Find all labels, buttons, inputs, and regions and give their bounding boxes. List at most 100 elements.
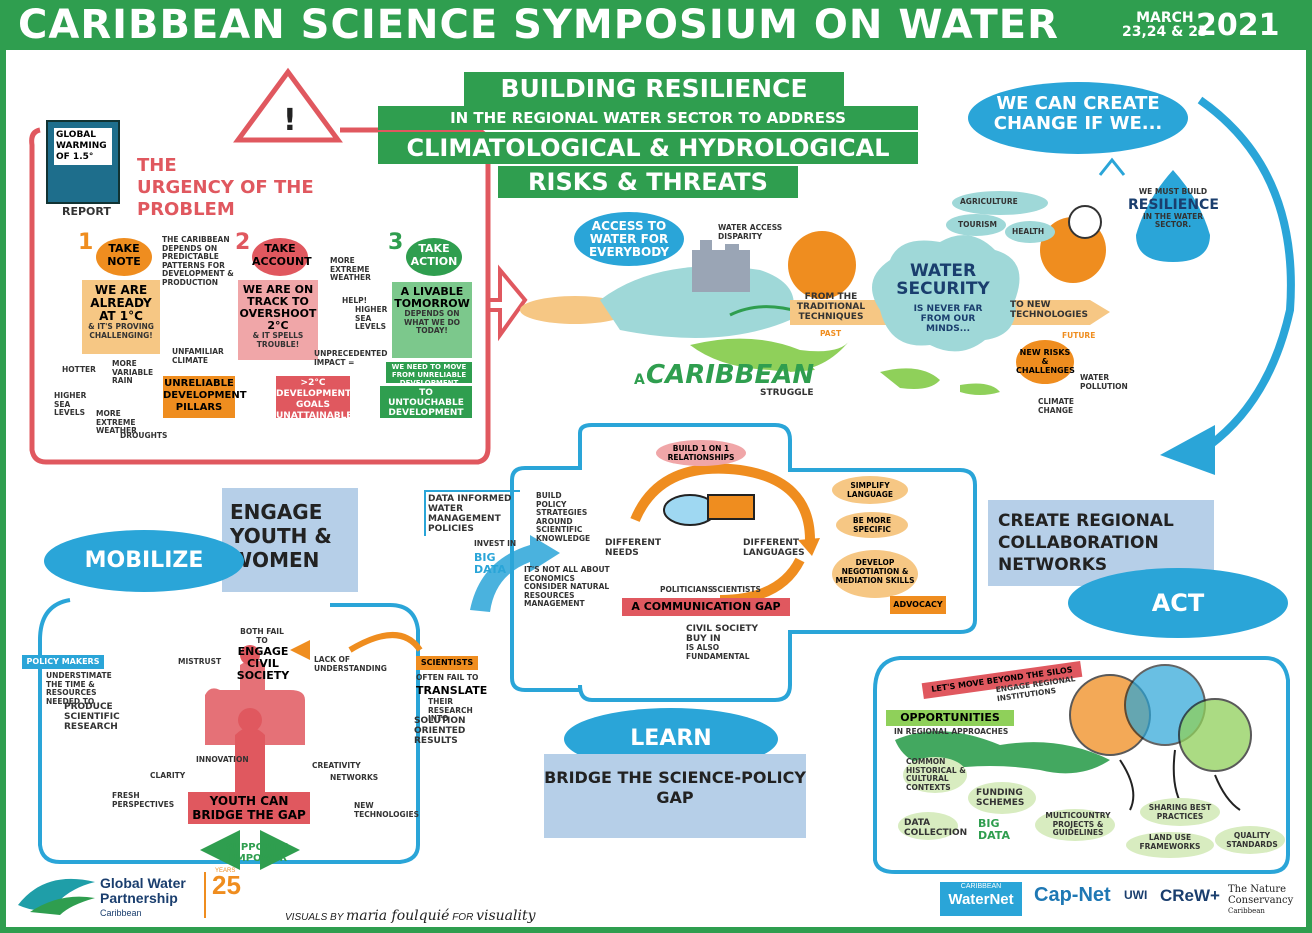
both-fail: BOTH FAIL TO xyxy=(240,627,284,645)
artist-name: maria foulquié xyxy=(345,908,450,924)
date-month: MARCH xyxy=(1136,10,1194,26)
communication-gap: A COMMUNICATION GAP xyxy=(622,598,790,616)
advocacy-label: ADVOCACY xyxy=(890,596,946,614)
uwi-logo: UWI xyxy=(1124,888,1148,902)
not-all-economics: IT'S NOT ALL ABOUT ECONOMICS CONSIDER NA… xyxy=(524,565,610,608)
often-fail: OFTEN FAIL TO xyxy=(416,673,479,682)
droughts-label: DROUGHTS xyxy=(120,431,168,440)
untouchable-agendas: TO UNTOUCHABLE DEVELOPMENT AGENDAS xyxy=(380,386,472,428)
tnc-line2: Conservancy xyxy=(1228,895,1294,906)
resilience-word: RESILIENCE xyxy=(1128,196,1219,213)
big-data-learn: BIG DATA xyxy=(474,551,506,576)
opportunities-label: OPPORTUNITIES xyxy=(886,710,1014,726)
main-title: CARIBBEAN SCIENCE SYMPOSIUM ON WATER xyxy=(18,2,1059,48)
step3-big: A LIVABLE TOMORROW xyxy=(394,285,470,310)
gwp-line3: Caribbean xyxy=(100,908,142,918)
data-collection: DATA COLLECTION xyxy=(904,818,968,838)
resilience-post: IN THE WATER SECTOR. xyxy=(1143,211,1203,229)
struggle-word: CARIBBEAN xyxy=(646,360,815,390)
step3-box: A LIVABLE TOMORROW DEPENDS ON WHAT WE DO… xyxy=(392,282,472,358)
higher-sea-levels: HIGHER SEA LEVELS xyxy=(54,391,87,417)
engage-youth: ENGAGE YOUTH & WOMEN xyxy=(222,488,358,592)
tnc-line3: Caribbean xyxy=(1228,907,1265,915)
climate-change: CLIMATE CHANGE xyxy=(1038,397,1074,415)
studio-name: visuality xyxy=(476,908,536,924)
scientists-label: SCIENTISTS xyxy=(712,585,761,594)
crew-logo: CReW+ xyxy=(1160,886,1220,905)
land-use: LAND USE FRAMEWORKS xyxy=(1139,833,1201,851)
step1-label: TAKE NOTE xyxy=(96,238,152,276)
quality-standards: QUALITY STANDARDS xyxy=(1226,831,1278,849)
footer-divider xyxy=(204,872,206,918)
big-data-act: BIG DATA xyxy=(978,817,1010,842)
banner-line4: RISKS & THREATS xyxy=(498,166,798,198)
urgency-title-3: PROBLEM xyxy=(137,199,235,220)
buy-in: BUY IN xyxy=(686,634,721,644)
capnet-logo: Cap-Net xyxy=(1034,884,1111,906)
step2-label: TAKE ACCOUNT xyxy=(252,238,312,276)
unfamiliar-climate: UNFAMILIAR CLIMATE xyxy=(172,347,224,365)
politicians-label: POLITICIANS xyxy=(660,585,714,594)
access-water: ACCESS TO WATER FOR EVERYBODY xyxy=(574,212,684,266)
waternet-logo: CARIBBEAN WaterNet xyxy=(940,882,1022,916)
higher-sea-levels-right: HIGHER SEA LEVELS xyxy=(355,305,388,331)
struggle-a: A xyxy=(634,372,645,388)
step1-box: WE ARE ALREADY AT 1°C & IT'S PROVING CHA… xyxy=(82,280,160,354)
step2-sub: & IT SPELLS TROUBLE! xyxy=(252,331,304,349)
gwp-line1: Global Water xyxy=(100,875,186,891)
report-book: GLOBAL WARMING OF 1.5° xyxy=(46,120,120,204)
banner-line2: IN THE REGIONAL WATER SECTOR TO ADDRESS xyxy=(378,106,918,130)
bridge-gap: BRIDGE THE SCIENCE-POLICY GAP xyxy=(544,754,806,838)
step2-number: 2 xyxy=(235,230,251,255)
be-more-specific: BE MORE SPECIFIC xyxy=(836,512,908,538)
years-number: 25 xyxy=(212,870,241,900)
urgency-title-1: THE xyxy=(137,155,177,176)
credit-line: VISUALS BY maria foulquié FOR visuality xyxy=(285,908,536,924)
tnc-logo: The Nature Conservancy Caribbean xyxy=(1228,884,1293,917)
credit-for: FOR xyxy=(452,912,474,923)
hotter-label: HOTTER xyxy=(62,365,96,374)
step1-big: WE ARE ALREADY AT 1°C xyxy=(90,283,152,323)
more-extreme-weather-left: MORE EXTREME WEATHER xyxy=(96,409,137,435)
banner-line3: CLIMATOLOGICAL & HYDROLOGICAL xyxy=(378,132,918,164)
banner-line1: BUILDING RESILIENCE xyxy=(464,72,844,106)
civil-society: CIVIL SOCIETY xyxy=(686,624,759,634)
gwp-logo-text: Global Water Partnership Caribbean xyxy=(100,876,186,921)
urgency-title: THE URGENCY OF THE PROBLEM xyxy=(137,155,314,221)
build-relationships: BUILD 1 ON 1 RELATIONSHIPS xyxy=(656,440,746,466)
negotiation-skills: DEVELOP NEGOTIATION & MEDIATION SKILLS xyxy=(832,550,918,598)
support-empower: SUPPORT & EMPOWER xyxy=(225,842,291,864)
water-pollution: WATER POLLUTION xyxy=(1080,373,1128,391)
solution-results: SOLUTION ORIENTED RESULTS xyxy=(414,716,466,746)
agriculture-label: AGRICULTURE xyxy=(960,197,1018,206)
gear-icon xyxy=(1068,205,1102,239)
resilience-pre: WE MUST BUILD xyxy=(1138,187,1208,196)
svg-text:!: ! xyxy=(283,103,297,138)
funding-schemes: FUNDING SCHEMES xyxy=(976,788,1025,808)
traditional-techniques: FROM THE TRADITIONAL TECHNIQUES xyxy=(796,292,866,322)
policy-makers: POLICY MAKERS xyxy=(22,655,104,669)
clarity-label: CLARITY xyxy=(150,771,186,780)
lack-understanding: LACK OF UNDERSTANDING xyxy=(314,655,387,673)
networks-label: NETWORKS xyxy=(330,773,379,782)
different-languages: DIFFERENT LANGUAGES xyxy=(743,538,805,558)
caribbean-depends: THE CARIBBEAN DEPENDS ON PREDICTABLE PAT… xyxy=(162,235,234,287)
civil-society-buy-in: CIVIL SOCIETY BUY IN IS ALSO FUNDAMENTAL xyxy=(686,624,766,661)
more-extreme-weather: MORE EXTREME WEATHER xyxy=(330,256,371,282)
variable-rain: MORE VARIABLE RAIN xyxy=(112,359,154,385)
produce-research: PRODUCE SCIENTIFIC RESEARCH xyxy=(64,702,120,732)
unprecedented-impact: UNPRECEDENTED IMPACT = xyxy=(314,349,388,367)
access-disparity: WATER ACCESS DISPARITY xyxy=(718,223,783,241)
common-contexts: COMMON HISTORICAL & CULTURAL CONTEXTS xyxy=(906,757,966,792)
build-policy: BUILD POLICY STRATEGIES AROUND SCIENTIFI… xyxy=(536,491,591,543)
unreliable-pillars: UNRELIABLE DEVELOPMENT PILLARS xyxy=(163,376,247,418)
credit-pre: VISUALS BY xyxy=(285,912,344,923)
water-security-sub: IS NEVER FAR FROM OUR MINDS... xyxy=(913,304,983,334)
report-label: REPORT xyxy=(62,205,111,218)
simplify-language: SIMPLIFY LANGUAGE xyxy=(832,476,908,504)
waternet-top: CARIBBEAN xyxy=(960,883,1002,890)
different-needs: DIFFERENT NEEDS xyxy=(605,538,662,558)
creativity-label: CREATIVITY xyxy=(312,761,361,770)
translate-label: TRANSLATE xyxy=(416,684,488,697)
water-security-title: WATER SECURITY xyxy=(896,261,990,299)
